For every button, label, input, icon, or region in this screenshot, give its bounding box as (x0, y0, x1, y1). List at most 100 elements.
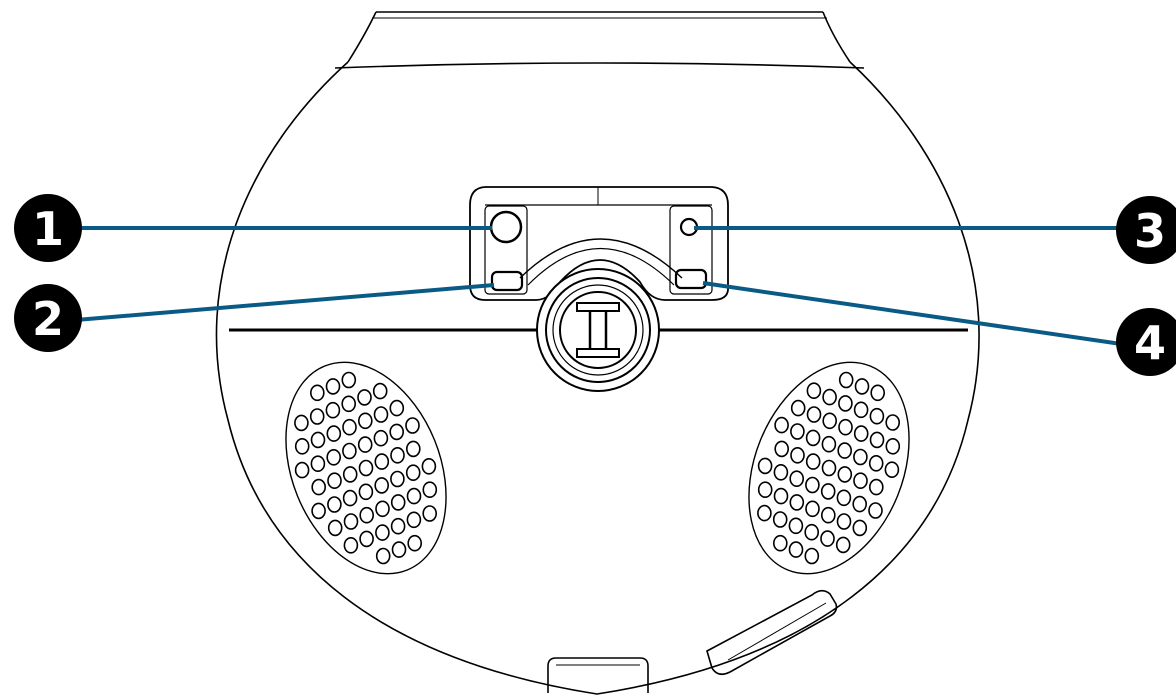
speaker-hole (342, 489, 358, 507)
port-4 (674, 268, 708, 290)
speaker-hole (790, 399, 806, 417)
sd-card-slot (706, 589, 838, 676)
speaker-hole (422, 481, 438, 499)
speaker-hole (821, 435, 837, 453)
speaker-hole (836, 489, 852, 507)
speaker-hole (357, 436, 373, 453)
speaker-hole (374, 477, 390, 494)
speaker-hole (407, 534, 423, 552)
callout-1-number: 1 (32, 202, 64, 256)
speaker-hole (772, 511, 788, 528)
speaker-hole (294, 461, 310, 479)
speaker-hole (341, 395, 357, 413)
speaker-hole (836, 513, 852, 530)
speaker-hole (357, 389, 372, 406)
speaker-hole (774, 416, 789, 434)
speaker-hole (326, 448, 342, 466)
speaker-hole (342, 442, 357, 460)
speaker-hole (406, 511, 422, 529)
speaker-hole (789, 494, 805, 511)
speaker-hole (837, 466, 853, 483)
speaker-hole (853, 448, 868, 466)
speaker-hole (391, 541, 407, 558)
speaker-hole (838, 395, 853, 412)
speaker-hole (294, 414, 309, 432)
speaker-hole (806, 382, 822, 400)
speaker-hole (852, 519, 868, 537)
speaker-hole (390, 517, 406, 535)
left-port-recess (484, 205, 528, 295)
speaker-hole (327, 496, 342, 513)
speaker-hole (389, 399, 405, 417)
speaker-hole (805, 429, 821, 447)
speaker-hole (870, 384, 886, 402)
speaker-hole (885, 437, 901, 455)
speaker-hole (294, 437, 310, 455)
speaker-hole (806, 406, 822, 423)
speaker-hole (868, 454, 884, 472)
speaker-hole (773, 463, 789, 481)
speaker-hole (772, 534, 788, 552)
speaker-hole (342, 418, 357, 436)
callout-1: 1 (14, 194, 82, 262)
speaker-hole (310, 455, 326, 473)
speaker-hole (325, 378, 341, 395)
speaker-hole (820, 506, 836, 524)
speaker-hole (852, 495, 868, 513)
speaker-hole (389, 423, 405, 441)
speaker-hole (821, 459, 837, 477)
leader-line-4 (702, 281, 1129, 347)
speaker-hole (358, 483, 374, 501)
sphere-outline (215, 61, 980, 695)
speaker-hole (838, 371, 854, 389)
speaker-hole (375, 524, 390, 541)
speaker-hole (309, 384, 325, 402)
speaker-hole (804, 523, 820, 541)
mount-socket (536, 268, 660, 392)
speaker-hole (311, 478, 327, 496)
speaker-hole (788, 517, 804, 535)
speaker-hole (868, 502, 883, 519)
speaker-hole (838, 418, 853, 436)
speaker-hole (774, 440, 790, 458)
speaker-hole (853, 472, 868, 490)
speaker-hole (822, 388, 837, 406)
speaker-hole (884, 461, 900, 479)
speaker-hole (375, 547, 391, 565)
speaker-hole (406, 487, 422, 505)
speaker-hole (375, 500, 390, 518)
bottom-tab (547, 657, 649, 693)
speaker-hole (327, 472, 342, 490)
speaker-hole (405, 417, 420, 434)
speaker-hole (853, 425, 869, 442)
button-1 (489, 210, 523, 244)
speaker-hole (757, 481, 773, 499)
speaker-hole (390, 494, 406, 511)
speaker-hole (790, 423, 805, 440)
speaker-hole (820, 530, 835, 547)
speaker-hole (757, 504, 772, 522)
speaker-hole (405, 464, 421, 482)
speaker-hole (805, 476, 820, 494)
speaker-hole (309, 408, 325, 425)
speaker-hole (405, 440, 421, 458)
callout-3-number: 3 (1134, 204, 1166, 258)
speaker-hole (374, 453, 390, 470)
speaker-hole (773, 487, 789, 505)
speaker-hole (343, 536, 359, 554)
callout-2-number: 2 (32, 292, 64, 346)
bottom-features (547, 589, 838, 693)
speaker-hole (390, 446, 405, 464)
speaker-hole (342, 466, 358, 483)
port-2 (490, 270, 524, 292)
speaker-hole (805, 453, 821, 470)
speaker-hole (788, 541, 804, 558)
speaker-hole (357, 412, 373, 430)
speaker-hole (853, 401, 869, 419)
speaker-hole (837, 442, 853, 459)
panel-inner-arc (519, 238, 683, 279)
leader-line-2 (75, 283, 495, 322)
callout-3: 3 (1116, 196, 1176, 264)
speaker-grille-right (748, 361, 910, 575)
